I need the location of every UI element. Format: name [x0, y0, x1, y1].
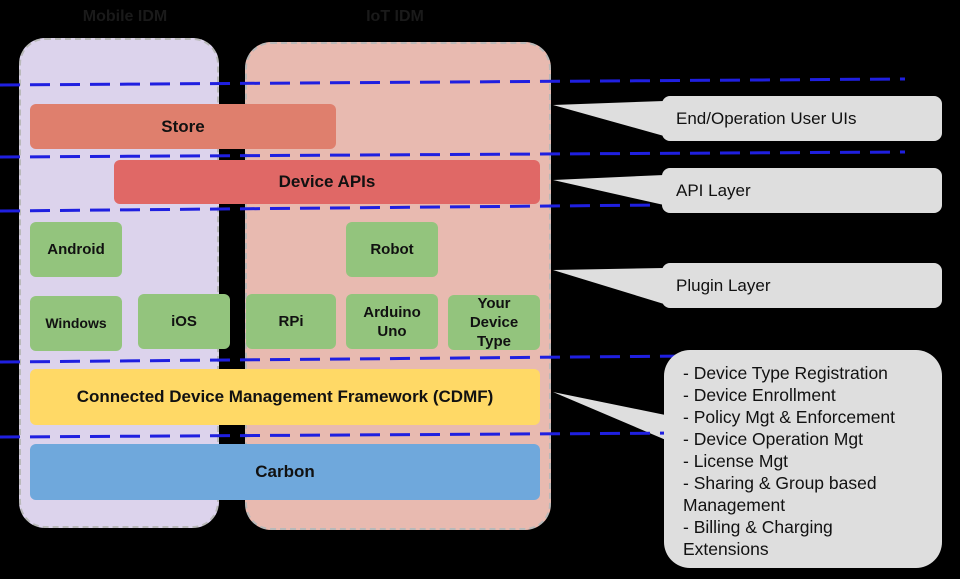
- callout-pointer-plugin-layer: [553, 268, 664, 304]
- callout-cdmf-features: - Device Type Registration - Device Enro…: [664, 350, 942, 568]
- callout-user-uis: End/Operation User UIs: [662, 96, 942, 141]
- plugin-your-device-type: Your Device Type: [448, 295, 540, 350]
- cdmf-feature-item: - Sharing & Group based: [683, 473, 877, 493]
- plugin-your-device-line2: Device: [469, 314, 519, 331]
- device-apis-block: Device APIs: [114, 160, 540, 204]
- mobile-idm-label: Mobile IDM: [82, 8, 168, 25]
- plugin-your-device-line3: Type: [477, 333, 511, 350]
- cdmf-feature-item: - License Mgt: [683, 451, 789, 471]
- callout-pointer-user-uis: [553, 101, 664, 136]
- plugin-windows: Windows: [30, 296, 122, 351]
- iot-idm-label: IoT IDM: [366, 8, 424, 25]
- cdmf-feature-item: Management: [683, 495, 786, 515]
- callout-pointer-api-layer: [553, 175, 664, 205]
- callout-api-layer: API Layer: [662, 168, 942, 213]
- cdmf-feature-item: - Device Type Registration: [683, 363, 888, 383]
- plugin-robot: Robot: [346, 222, 438, 277]
- cdmf-block: Connected Device Management Framework (C…: [30, 369, 540, 425]
- layer-divider-plugin-cdmf: [0, 354, 691, 364]
- cdmf-feature-item: - Policy Mgt & Enforcement: [683, 407, 896, 427]
- cdmf-feature-item: Extensions: [683, 539, 769, 559]
- cdmf-feature-item: - Device Enrollment: [683, 385, 836, 405]
- layer-divider-api-plugin: [0, 203, 661, 213]
- layer-divider-cdmf-carbon: [0, 431, 691, 439]
- store-block: Store: [30, 104, 336, 149]
- carbon-block: Carbon: [30, 444, 540, 500]
- cdmf-feature-item: - Billing & Charging: [683, 517, 833, 537]
- callout-pointer-cdmf: [553, 392, 680, 446]
- plugin-android: Android: [30, 222, 122, 277]
- cdmf-feature-item: - Device Operation Mgt: [683, 429, 863, 449]
- plugin-rpi: RPi: [246, 294, 336, 349]
- plugin-arduino-line2: Uno: [377, 322, 407, 340]
- layer-divider-top: [0, 77, 906, 87]
- plugin-your-device-line1: Your: [477, 295, 511, 312]
- plugin-arduino-line1: Arduino: [363, 303, 421, 321]
- plugin-arduino-uno: Arduino Uno: [346, 294, 438, 349]
- layer-divider-ui-api: [0, 150, 906, 159]
- callout-plugin-layer: Plugin Layer: [662, 263, 942, 308]
- plugin-ios: iOS: [138, 294, 230, 349]
